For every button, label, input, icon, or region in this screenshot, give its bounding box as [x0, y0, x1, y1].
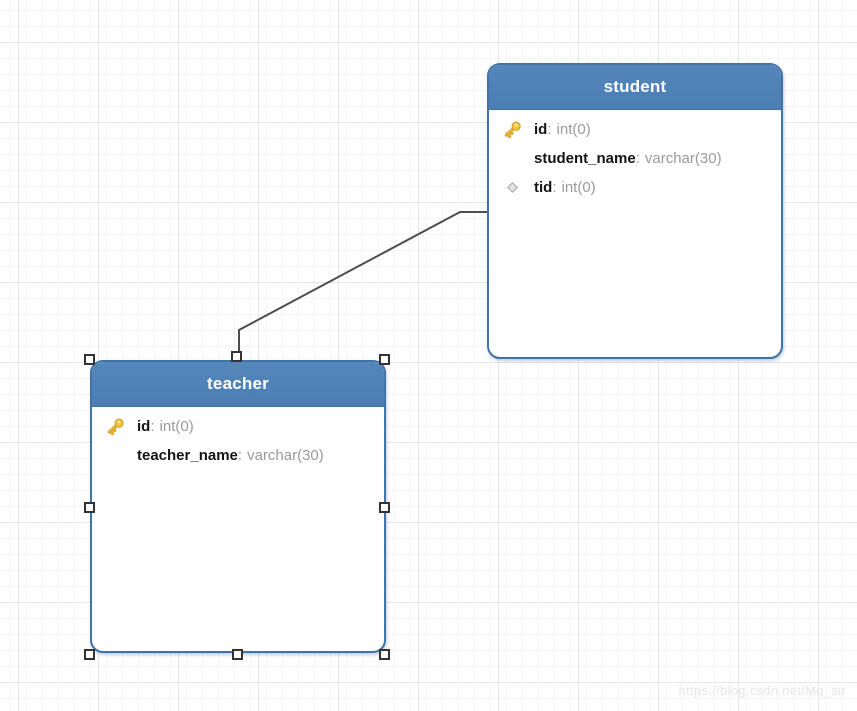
column-separator: : — [552, 179, 557, 196]
table-teacher[interactable]: teacher id: int(0) — [90, 360, 386, 653]
selection-handle-top-left[interactable] — [84, 354, 95, 365]
table-student[interactable]: student id: int(0) — [487, 63, 783, 359]
key-icon — [102, 416, 129, 437]
key-icon — [499, 119, 526, 140]
table-student-header[interactable]: student — [489, 65, 781, 110]
relationship-connector[interactable] — [238, 211, 487, 352]
watermark: https://blog.csdn.net/Mq_sir — [678, 683, 846, 698]
selection-handle-top-right[interactable] — [379, 354, 390, 365]
selection-handle-bottom-right[interactable] — [379, 649, 390, 660]
table-title: student — [603, 77, 667, 96]
column-type: varchar(30) — [644, 150, 722, 167]
selection-handle-middle-right[interactable] — [379, 502, 390, 513]
column-separator: : — [150, 418, 155, 435]
column-type: int(0) — [561, 179, 596, 196]
selection-handle-top-middle[interactable] — [231, 351, 242, 362]
selection-handle-bottom-left[interactable] — [84, 649, 95, 660]
column-name: tid — [534, 179, 553, 196]
table-teacher-columns: id: int(0) teacher_name: varchar(30) — [92, 407, 384, 470]
column-row[interactable]: id: int(0) — [489, 115, 781, 144]
diamond-icon — [499, 181, 526, 194]
table-student-columns: id: int(0) student_name: varchar(30) tid… — [489, 110, 781, 202]
column-name: id — [534, 121, 548, 138]
column-separator: : — [547, 121, 552, 138]
column-row[interactable]: tid: int(0) — [489, 173, 781, 202]
column-row[interactable]: teacher_name: varchar(30) — [92, 441, 384, 470]
column-name: student_name — [534, 150, 636, 167]
table-teacher-header[interactable]: teacher — [92, 362, 384, 407]
column-type: int(0) — [556, 121, 591, 138]
column-name: teacher_name — [137, 447, 238, 464]
column-name: id — [137, 418, 151, 435]
column-separator: : — [635, 150, 640, 167]
column-type: varchar(30) — [247, 447, 324, 464]
selection-handle-bottom-middle[interactable] — [232, 649, 243, 660]
column-type: int(0) — [159, 418, 194, 435]
selection-handle-middle-left[interactable] — [84, 502, 95, 513]
column-separator: : — [237, 447, 243, 464]
column-row[interactable]: id: int(0) — [92, 412, 384, 441]
column-row[interactable]: student_name: varchar(30) — [489, 144, 781, 173]
table-title: teacher — [207, 374, 269, 393]
